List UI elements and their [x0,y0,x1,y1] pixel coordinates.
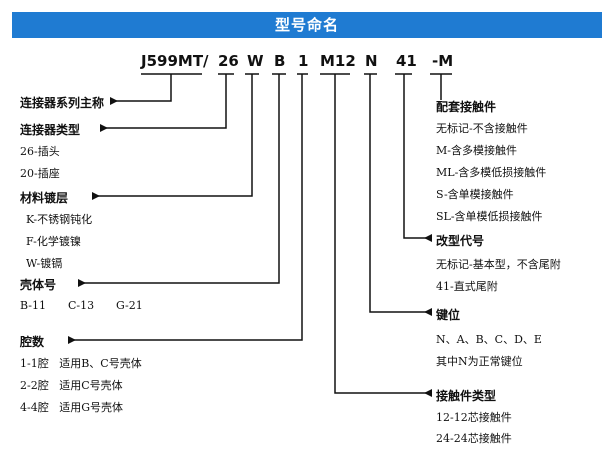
option-contact-config-4: S-含单模接触件 [436,188,514,201]
code-keying: N [365,52,378,70]
label-contact-type: 接触件类型 [436,389,497,403]
option-type-2: 20-插座 [20,167,60,180]
option-plating-3: W-镀镉 [26,257,63,270]
arrow-keying [424,308,432,316]
code-contact-config: -M [432,52,454,70]
code-type: 26 [218,52,239,70]
option-modification-1: 无标记-基本型，不含尾附 [436,258,561,271]
leader-modification [403,74,432,239]
label-contact-config: 配套接触件 [436,100,497,114]
label-cavity: 腔数 [20,335,45,349]
option-shell-1: B-11 [20,299,47,312]
arrow-modification [424,234,432,242]
option-contact-config-3: ML-含多模低损接触件 [436,166,547,179]
option-shell-3: G-21 [116,299,143,312]
arrow-series [110,97,118,105]
option-contact-config-5: SL-含单模低损接触件 [436,210,543,223]
option-contact-type-1: 12-12芯接触件 [436,411,512,424]
code-modification: 41 [396,52,417,70]
title-bar: 型号命名 [12,12,602,38]
option-keying-2: 其中N为正常键位 [436,355,523,368]
arrow-shell [78,279,86,287]
diagram-title: 型号命名 [274,16,339,34]
arrow-contact-type [424,389,432,397]
leader-series [110,74,172,102]
option-plating-2: F-化学镀镍 [26,235,81,248]
option-cavity-1: 1-1腔 适用B、C号壳体 [20,357,142,370]
label-series: 连接器系列主称 [20,96,105,110]
leader-shell [78,74,280,284]
option-cavity-2: 2-2腔 适用C号壳体 [20,379,123,392]
label-keying: 键位 [436,308,461,322]
arrow-plating [92,192,100,200]
option-shell-2: C-13 [68,299,95,312]
code-contact-type: M12 [320,52,356,70]
option-cavity-3: 4-4腔 适用G号壳体 [20,401,123,414]
option-contact-config-2: M-含多模接触件 [436,144,517,157]
code-series: J599MT/ [141,52,209,70]
code-plating: W [247,52,264,70]
option-keying-1: N、A、B、C、D、E [436,333,542,346]
label-plating: 材料镀层 [20,191,69,205]
arrow-type [100,124,108,132]
option-modification-2: 41-直式尾附 [436,280,498,293]
leader-cavity [68,74,303,341]
label-shell: 壳体号 [20,278,57,292]
leader-keying [369,74,432,313]
option-type-1: 26-插头 [20,145,60,158]
code-shell: B [274,52,286,70]
arrow-cavity [68,336,76,344]
leader-plating [92,74,253,197]
code-cavity: 1 [298,52,309,70]
option-contact-type-2: 24-24芯接触件 [436,432,512,445]
label-modification: 改型代号 [436,234,485,248]
leader-type [100,74,227,129]
leader-contact-type [334,74,432,394]
option-plating-1: K-不锈钢钝化 [26,213,93,226]
label-type: 连接器类型 [20,123,81,137]
option-contact-config-1: 无标记-不含接触件 [436,122,528,135]
